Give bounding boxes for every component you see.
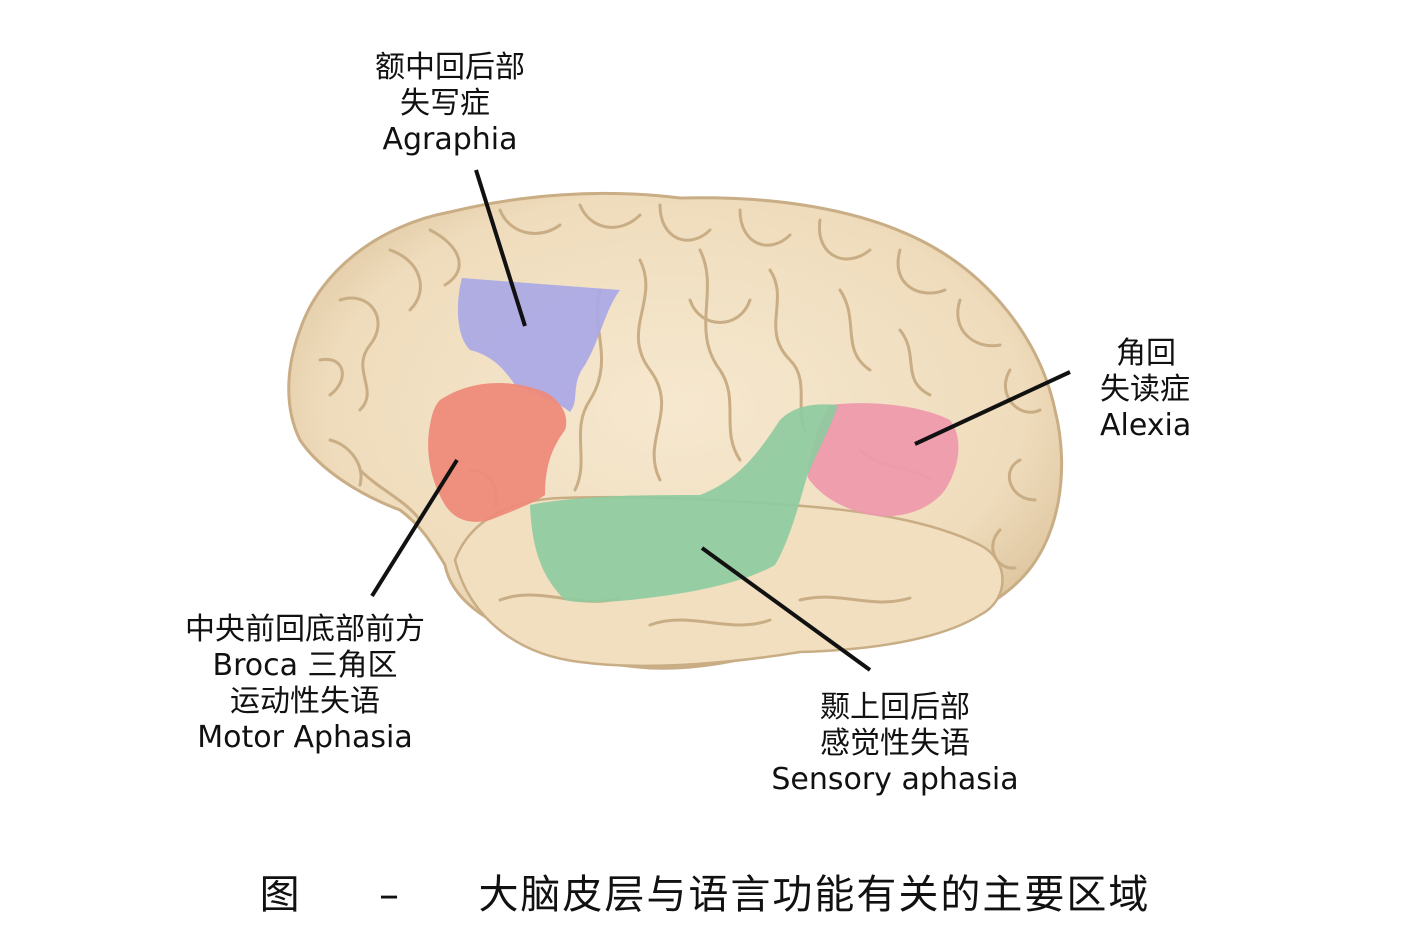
label-broca-line-1: 中央前回底部前方 bbox=[185, 612, 425, 647]
label-agraphia: 额中回后部 失写症 Agraphia bbox=[350, 50, 550, 158]
region-alexia bbox=[808, 403, 959, 517]
pointer-line-agraphia bbox=[474, 169, 527, 327]
label-agraphia-line-2: 失写症 bbox=[400, 86, 490, 121]
label-alexia-line-1: 角回 bbox=[1116, 336, 1176, 371]
label-sensory-line-2: 感觉性失语 bbox=[820, 726, 970, 761]
caption-dash: – bbox=[379, 872, 401, 918]
label-sensory-line-3: Sensory aphasia bbox=[771, 762, 1019, 797]
label-broca-line-2: Broca 三角区 bbox=[212, 648, 398, 683]
label-broca-line-4: Motor Aphasia bbox=[197, 720, 413, 755]
label-alexia-line-2: 失读症 bbox=[1100, 372, 1190, 407]
label-broca-line-3: 运动性失语 bbox=[230, 684, 380, 719]
label-agraphia-line-1: 额中回后部 bbox=[375, 50, 525, 85]
region-broca bbox=[428, 382, 567, 522]
caption-prefix: 图 bbox=[259, 872, 302, 918]
pointer-line-sensory bbox=[700, 546, 872, 672]
caption-text: 大脑皮层与语言功能有关的主要区域 bbox=[478, 872, 1151, 918]
region-agraphia bbox=[457, 278, 620, 412]
pointer-line-broca bbox=[370, 458, 459, 598]
label-sensory-line-1: 颞上回后部 bbox=[820, 690, 970, 725]
label-alexia: 角回 失读症 Alexia bbox=[1100, 336, 1191, 444]
label-agraphia-line-3: Agraphia bbox=[382, 122, 518, 157]
region-sensory bbox=[530, 404, 838, 603]
pointer-line-alexia bbox=[914, 370, 1071, 446]
label-broca: 中央前回底部前方 Broca 三角区 运动性失语 Motor Aphasia bbox=[160, 612, 450, 756]
label-sensory: 颞上回后部 感觉性失语 Sensory aphasia bbox=[755, 690, 1035, 798]
label-alexia-line-3: Alexia bbox=[1100, 408, 1192, 443]
figure-caption: 图 – 大脑皮层与语言功能有关的主要区域 bbox=[0, 862, 1410, 920]
